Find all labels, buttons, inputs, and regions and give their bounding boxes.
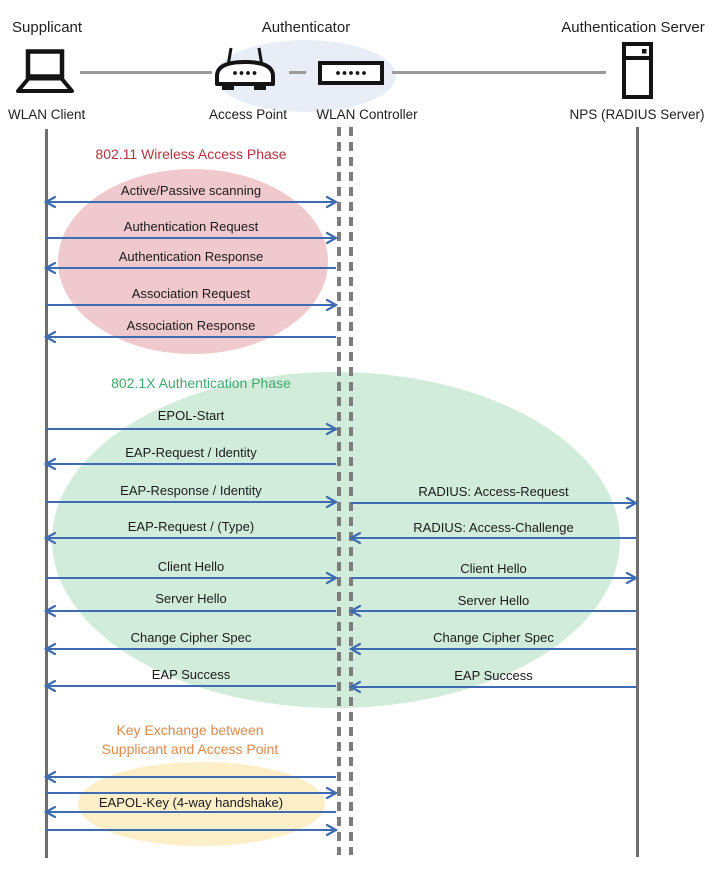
message-label: EAP Success: [454, 668, 533, 683]
phase1-ellipse: [58, 169, 328, 354]
message-label: RADIUS: Access-Challenge: [413, 520, 574, 535]
message-label: EAP-Request / (Type): [127, 519, 255, 534]
message-label: RADIUS: Access-Request: [418, 484, 569, 499]
message-label: Association Response: [126, 318, 256, 333]
lifeline-controller-dashed-right: [349, 127, 353, 855]
message-label: Authentication Response: [118, 249, 264, 264]
link-client-ap: [80, 71, 212, 74]
message-label: Client Hello: [460, 561, 527, 576]
role-authenticator-label: Authenticator: [261, 19, 351, 36]
link-ap-controller: [289, 71, 306, 74]
message-label: Authentication Request: [123, 219, 259, 234]
access-point-icon: [215, 47, 275, 90]
message-label: Change Cipher Spec: [433, 630, 554, 645]
message-label: EAP Success: [151, 667, 231, 682]
message-label: Association Request: [131, 286, 251, 301]
arrowhead-icon: [325, 823, 339, 837]
lifeline-controller-dashed-left: [337, 127, 341, 855]
phase2-title: 802.1X Authentication Phase: [111, 375, 291, 391]
message-label: EPOL-Start: [157, 408, 225, 423]
device-wlan-client-label: WLAN Client: [8, 107, 86, 122]
role-supplicant-label: Supplicant: [12, 19, 83, 36]
message-label: Server Hello: [457, 593, 530, 608]
phase1-title: 802.11 Wireless Access Phase: [95, 146, 287, 162]
message-label: Active/Passive scanning: [120, 183, 262, 198]
device-nps-radius-server-label: NPS (RADIUS Server): [569, 107, 705, 122]
laptop-icon: [16, 49, 74, 93]
device-access-point-label: Access Point: [208, 107, 288, 122]
server-icon: [622, 42, 653, 99]
message-label: EAPOL-Key (4-way handshake): [98, 795, 284, 810]
message-label: EAP-Response / Identity: [120, 483, 262, 498]
lifeline-radius-server: [636, 127, 639, 857]
link-controller-server: [392, 71, 606, 74]
message-label: Change Cipher Spec: [130, 630, 252, 645]
wlan-controller-icon: [318, 61, 384, 85]
message-label: EAP-Request / Identity: [125, 445, 257, 460]
role-authentication-server-label: Authentication Server: [561, 19, 705, 36]
phase3-title: Key Exchange between Supplicant and Acce…: [101, 722, 279, 757]
message-label: Client Hello: [157, 559, 225, 574]
message-label: Server Hello: [155, 591, 227, 606]
device-wlan-controller-label: WLAN Controller: [316, 107, 418, 122]
lifeline-wlan-client: [45, 129, 48, 858]
